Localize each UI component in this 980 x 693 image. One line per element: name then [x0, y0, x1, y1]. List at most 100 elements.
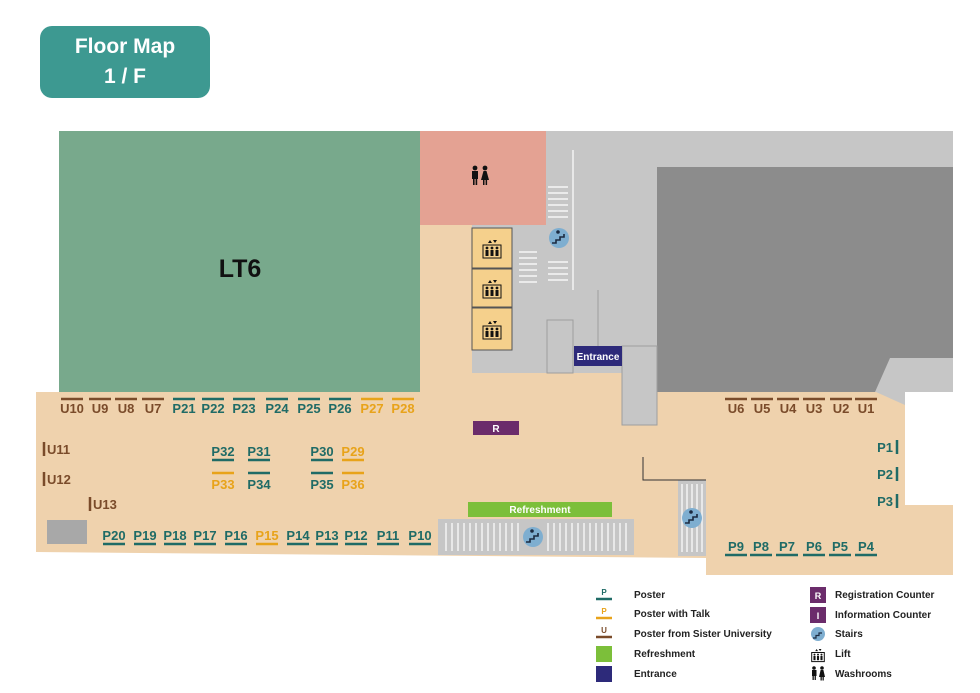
legend-poster-symbol: P: [601, 588, 607, 597]
legend-stairs: Stairs: [811, 627, 863, 641]
booth-p18[interactable]: P18: [163, 528, 187, 546]
booth-label: U1: [858, 401, 875, 416]
booth-p12[interactable]: P12: [344, 528, 368, 546]
booth-u9[interactable]: U9: [89, 397, 111, 416]
legend-stairs-label: Stairs: [835, 629, 863, 640]
booth-p35[interactable]: P35: [310, 471, 334, 492]
booth-p25[interactable]: P25: [297, 397, 321, 416]
booth-u13[interactable]: U13: [88, 497, 117, 512]
booth-u2[interactable]: U2: [830, 397, 852, 416]
booth-u8[interactable]: U8: [115, 397, 137, 416]
booth-p4[interactable]: P4: [855, 539, 877, 557]
booth-label: P8: [753, 539, 769, 554]
booth-p8[interactable]: P8: [750, 539, 772, 557]
registration-counter[interactable]: [473, 421, 519, 435]
booth-p24[interactable]: P24: [265, 397, 289, 416]
booth-u12[interactable]: U12: [42, 472, 71, 487]
booth-p34[interactable]: P34: [247, 471, 271, 492]
booth-p3[interactable]: P3: [877, 494, 899, 509]
booth-label: P20: [102, 528, 125, 543]
booth-p17[interactable]: P17: [193, 528, 217, 546]
booth-p26[interactable]: P26: [328, 397, 352, 416]
booth-label: P10: [408, 528, 431, 543]
booth-label: P29: [341, 444, 364, 459]
structure-lines: [546, 290, 658, 426]
booth-p33[interactable]: P33: [211, 471, 235, 492]
stairs-icon-upper[interactable]: [549, 228, 569, 248]
stairs-icon-right[interactable]: [682, 508, 702, 528]
booth-label: P34: [247, 477, 271, 492]
booth-label: U13: [93, 497, 117, 512]
legend-poster-talk-label: Poster with Talk: [634, 609, 710, 620]
booth-u4[interactable]: U4: [777, 397, 799, 416]
booth-p5[interactable]: P5: [829, 539, 851, 557]
booth-label: U12: [47, 472, 71, 487]
booth-label: U5: [754, 401, 771, 416]
lecture-theatre-lt6[interactable]: [59, 131, 420, 392]
booth-p22[interactable]: P22: [201, 397, 225, 416]
booth-p23[interactable]: P23: [232, 397, 256, 416]
booth-p32[interactable]: P32: [211, 444, 235, 462]
entrance-area[interactable]: [574, 346, 622, 366]
booth-p16[interactable]: P16: [224, 528, 248, 546]
stairs-icon-lower[interactable]: [523, 527, 543, 547]
legend-sister-label: Poster from Sister University: [634, 629, 772, 640]
booth-p28[interactable]: P28: [391, 397, 415, 416]
legend-information-label: Information Counter: [835, 610, 931, 621]
washrooms-icon: [472, 165, 489, 185]
legend-entrance: Entrance: [596, 666, 677, 682]
booth-p36[interactable]: P36: [341, 471, 365, 492]
legend-lift: Lift: [811, 649, 851, 663]
booth-p6[interactable]: P6: [803, 539, 825, 557]
booth-label: P33: [211, 477, 234, 492]
registration-label: R: [492, 424, 500, 435]
booth-p11[interactable]: P11: [377, 528, 399, 546]
booth-p7[interactable]: P7: [776, 539, 798, 557]
booth-u1[interactable]: U1: [855, 397, 877, 416]
booth-p19[interactable]: P19: [133, 528, 157, 546]
booth-label: P7: [779, 539, 795, 554]
booth-p20[interactable]: P20: [102, 528, 126, 546]
booth-label: P30: [310, 444, 333, 459]
booth-label: P15: [255, 528, 278, 543]
booth-u10[interactable]: U10: [60, 397, 84, 416]
lt6-label: LT6: [219, 255, 262, 283]
booth-u5[interactable]: U5: [751, 397, 773, 416]
booth-p31[interactable]: P31: [247, 444, 271, 462]
booth-u11[interactable]: U11: [42, 442, 70, 457]
booth-p14[interactable]: P14: [286, 528, 310, 546]
booth-p1[interactable]: P1: [877, 440, 899, 455]
booth-u7[interactable]: U7: [142, 397, 164, 416]
lift-icons: [482, 240, 502, 340]
booth-p21[interactable]: P21: [172, 397, 196, 416]
booth-p13[interactable]: P13: [315, 528, 339, 546]
booth-p9[interactable]: P9: [725, 539, 747, 557]
legend-sister: U Poster from Sister University: [596, 626, 772, 640]
booth-label: P21: [172, 401, 195, 416]
booth-p2[interactable]: P2: [877, 467, 899, 482]
booth-p27[interactable]: P27: [360, 397, 384, 416]
booth-u3[interactable]: U3: [803, 397, 825, 416]
refreshment-area[interactable]: [468, 502, 612, 517]
building-dark-block: [657, 167, 953, 392]
booth-label: U7: [145, 401, 162, 416]
legend: P Poster P Poster with Talk U Poster fro…: [596, 587, 935, 682]
booth-p30[interactable]: P30: [310, 444, 334, 462]
booth-label: P4: [858, 539, 875, 554]
booth-label: P11: [377, 528, 399, 543]
upper-stairs: [519, 150, 574, 290]
legend-poster-talk-symbol: P: [601, 607, 607, 616]
booth-label: P26: [328, 401, 351, 416]
booth-u6[interactable]: U6: [725, 397, 747, 416]
booth-label: U2: [833, 401, 850, 416]
booth-label: P12: [344, 528, 367, 543]
legend-washrooms: Washrooms: [812, 666, 892, 681]
booth-p15[interactable]: P15: [255, 528, 279, 546]
booth-label: P17: [193, 528, 216, 543]
lift-icon: [482, 321, 502, 340]
booth-p10[interactable]: P10: [408, 528, 432, 546]
booth-label: P13: [315, 528, 338, 543]
booth-p29[interactable]: P29: [341, 444, 365, 462]
booth-label: P16: [224, 528, 247, 543]
